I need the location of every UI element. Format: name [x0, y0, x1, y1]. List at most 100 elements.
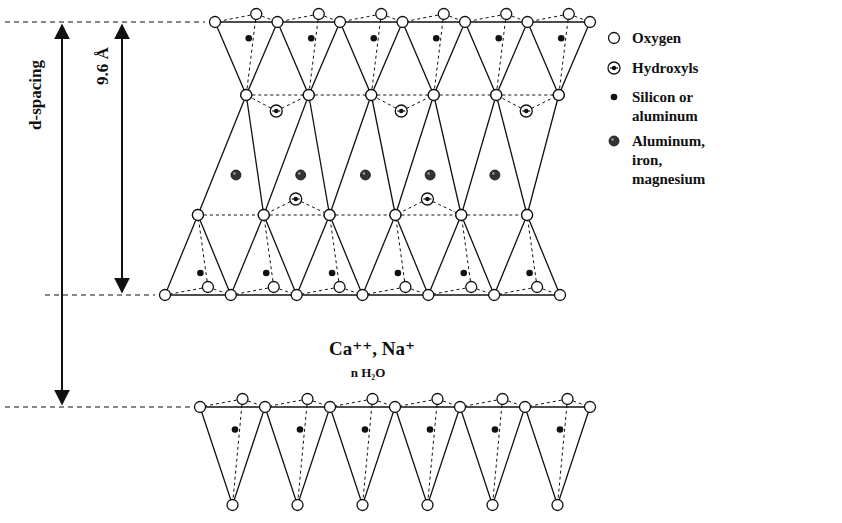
octahedron-edge	[246, 95, 309, 96]
interlayer-water-label: n H₂O	[351, 365, 386, 381]
atoms	[160, 9, 596, 511]
bond-line	[559, 14, 569, 95]
silicon-atom	[263, 270, 270, 277]
legend-text: Oxygen	[632, 29, 720, 48]
oxygen-atom	[555, 290, 566, 301]
oxygen-atom	[491, 90, 502, 101]
bond-line	[340, 14, 381, 22]
oxygen-atom	[390, 210, 401, 221]
hydroxyl-atom	[395, 105, 407, 117]
bond-line	[231, 287, 274, 295]
oxygen-atom	[251, 9, 262, 20]
oxygen-atom	[522, 210, 533, 221]
oxygen-atom	[397, 17, 408, 28]
oxygen-atom	[334, 282, 345, 293]
oxygen-atom	[487, 500, 498, 511]
bond-line	[528, 14, 569, 22]
oxygen-atom	[489, 290, 500, 301]
octahedron-edge	[198, 95, 246, 215]
aluminum-atom	[360, 170, 370, 180]
octahedron-edge	[434, 95, 497, 96]
oxygen-atom	[258, 210, 269, 221]
oxygen-atom	[585, 17, 596, 28]
octahedron-edge	[309, 95, 372, 96]
oxygen-atom	[366, 90, 377, 101]
bond-line	[363, 287, 406, 295]
oxygen-atom	[292, 500, 303, 511]
aluminum-atom	[490, 170, 500, 180]
d-spacing-arrow	[61, 25, 63, 404]
legend-text: Silicon or aluminum	[632, 88, 720, 126]
bond-line	[496, 14, 506, 95]
bond-line	[215, 14, 256, 22]
oxygen-atom	[192, 210, 203, 221]
octahedron-edge	[496, 95, 559, 96]
bond-line	[246, 14, 256, 95]
octahedron-edge	[264, 215, 330, 216]
oxygen-atom	[225, 290, 236, 301]
octahedron-edge	[461, 215, 527, 216]
oxygen-atom	[491, 90, 502, 101]
octahedron-edge	[434, 95, 462, 215]
oxygen-atom	[272, 17, 283, 28]
silicon-atom	[492, 426, 499, 433]
octahedron-edge	[198, 215, 264, 216]
bond-line	[309, 14, 319, 95]
oxygen-atom	[423, 290, 434, 301]
oxygen-atom	[520, 402, 531, 413]
dimension-label: d-spacing	[26, 60, 46, 130]
octahedron-edge	[395, 215, 461, 216]
bond-line	[494, 287, 537, 295]
aluminum-atom	[609, 136, 619, 146]
oxygen-atom	[268, 282, 279, 293]
oxygen-atom	[460, 17, 471, 28]
oxygen-atom	[455, 402, 466, 413]
octahedron-edge	[246, 95, 264, 215]
silicon-atom	[557, 426, 564, 433]
oxygen-atom	[609, 33, 620, 44]
hydroxyl-mark	[612, 66, 616, 70]
aluminum-mark	[298, 172, 301, 175]
oxygen-atom	[325, 402, 336, 413]
oxygen-atom	[400, 282, 411, 293]
octahedron-edge	[309, 95, 330, 215]
silicon-atom	[329, 270, 336, 277]
silicon-atom	[433, 35, 440, 42]
silicon-atom	[526, 270, 533, 277]
oxygen-atom	[367, 394, 378, 405]
oxygen-atom	[466, 282, 477, 293]
oxygen-atom	[260, 402, 271, 413]
silicon-atom	[495, 35, 502, 42]
interlayer-cation-label: Ca⁺⁺, Na⁺	[329, 337, 415, 360]
silicon-atom	[308, 35, 315, 42]
aluminum-mark	[363, 172, 366, 175]
silicon-atom	[460, 270, 467, 277]
oxygen-atom	[497, 394, 508, 405]
oxygen-atom	[563, 9, 574, 20]
octahedron-edge	[461, 95, 496, 215]
oxygen-atom	[501, 9, 512, 20]
tetrahedron-outline	[165, 215, 231, 295]
tetrahedron-outline	[494, 215, 560, 295]
bond-line	[460, 399, 503, 407]
bond-line	[330, 215, 340, 287]
silicon-atom	[611, 94, 618, 101]
tetrahedron-outline	[200, 407, 265, 505]
oxygen-atom	[553, 90, 564, 101]
oxygen-atom	[553, 90, 564, 101]
oxygen-atom	[585, 402, 596, 413]
octahedron-edge	[371, 95, 434, 96]
tetrahedron-outline	[297, 215, 363, 295]
tetrahedron-outline	[465, 22, 528, 95]
oxygen-atom	[390, 402, 401, 413]
tetrahedron-outline	[395, 407, 460, 505]
oxygen-atom	[227, 500, 238, 511]
hydroxyl-atom	[270, 105, 282, 117]
tetrahedron-outline	[278, 22, 341, 95]
bond-line	[363, 399, 373, 505]
oxygen-atom	[532, 282, 543, 293]
hydroxyl-atom	[421, 193, 433, 205]
oxygen-atom	[302, 394, 313, 405]
bond-line	[330, 399, 373, 407]
